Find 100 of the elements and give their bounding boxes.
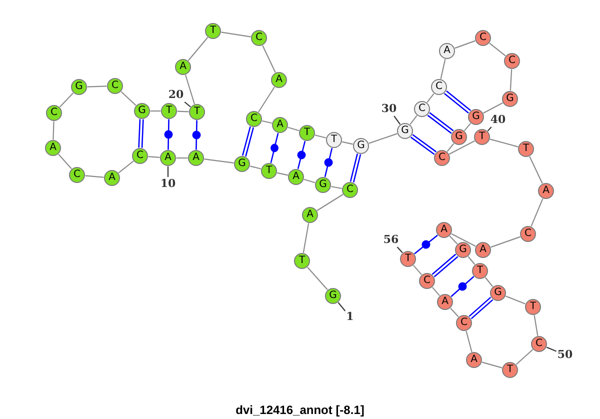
nucleotide-circle: A xyxy=(437,294,453,310)
backbone-line xyxy=(410,115,418,125)
nucleotide-circle: C xyxy=(46,105,62,121)
backbone-line xyxy=(446,143,454,152)
nucleotide-circle: T xyxy=(502,362,518,378)
backbone-line xyxy=(314,134,326,138)
backbone-line xyxy=(529,156,543,184)
backbone-line xyxy=(184,74,196,104)
nucleotide-circle: G xyxy=(397,123,413,139)
nucleotide-circle: C xyxy=(456,315,472,331)
nucleotide-circle: G xyxy=(490,285,506,301)
diagram-caption: dvi_12416_annot [-8.1] xyxy=(236,403,364,417)
backbone-line xyxy=(468,256,476,265)
position-number: 40 xyxy=(490,114,506,126)
backbone-line xyxy=(530,198,544,227)
nucleotide-circle: G xyxy=(71,79,87,95)
nucleotide-circle: A xyxy=(188,150,204,166)
nucleotide-circle: G xyxy=(468,109,484,125)
leader-line xyxy=(396,246,403,254)
backbone-line xyxy=(489,42,506,56)
backbone-line xyxy=(304,178,316,184)
nucleotide-circle: G xyxy=(353,138,369,154)
nucleotide-circle: G xyxy=(451,129,467,145)
nucleotide-circle: C xyxy=(246,111,262,127)
leader-line xyxy=(167,166,169,177)
backbone-line xyxy=(87,86,107,88)
base-pair-line xyxy=(432,254,458,278)
nucleotide-circle: T xyxy=(326,132,342,148)
nucleotide-circle: A xyxy=(271,72,287,88)
backbone-line xyxy=(506,296,526,304)
nucleotide-circle: A xyxy=(160,150,176,166)
base-pair-line xyxy=(192,120,201,150)
nucleotide-circle: T xyxy=(518,141,534,157)
backbone-line xyxy=(342,141,354,145)
backbone-line xyxy=(85,175,104,178)
nucleotide-circle: C xyxy=(107,78,123,94)
backbone-line xyxy=(449,140,475,155)
backbone-line xyxy=(466,330,472,352)
base-pair-line xyxy=(164,118,173,150)
backbone-line xyxy=(177,110,189,112)
backbone-line xyxy=(258,86,275,112)
base-pair-line xyxy=(242,126,254,158)
nucleotide-circle: T xyxy=(299,125,315,141)
nucleotide-circle: A xyxy=(538,183,554,199)
nucleotide-circle: C xyxy=(69,167,85,183)
nucleotide-circle: G xyxy=(315,177,331,193)
nucleotide-circle: T xyxy=(205,23,221,39)
backbone-line xyxy=(451,233,476,247)
nucleotide-circle: G xyxy=(455,242,471,258)
backbone-line xyxy=(221,32,251,38)
leader-line xyxy=(487,126,492,132)
backbone-line xyxy=(250,166,262,170)
nucleotide-circle: C xyxy=(431,79,447,95)
nucleotide-circle: T xyxy=(261,163,277,179)
nucleotide-circle: A xyxy=(45,140,61,156)
position-number: 56 xyxy=(383,234,399,246)
backbone-line xyxy=(262,45,276,73)
base-pair-line xyxy=(414,234,438,254)
nucleotide-circle: C xyxy=(520,226,536,242)
backbone-line xyxy=(148,156,160,158)
backbone-line xyxy=(368,133,398,144)
position-number: 50 xyxy=(557,349,573,361)
nucleotide-circle: G xyxy=(134,103,150,119)
backbone-line xyxy=(454,40,476,49)
base-pair-line xyxy=(270,132,279,164)
backbone-line xyxy=(288,126,300,132)
nucleotide-circle: C xyxy=(132,148,148,164)
leader-line xyxy=(184,102,191,108)
nucleotide-circle: C xyxy=(419,273,435,289)
leader-line xyxy=(546,346,557,352)
nucleotide-circle: A xyxy=(272,117,288,133)
backbone-line xyxy=(204,158,234,164)
leader-line xyxy=(394,116,401,125)
position-number: 20 xyxy=(168,89,184,101)
backbone-line xyxy=(483,102,503,114)
backbone-line xyxy=(484,277,494,287)
base-pair-line xyxy=(324,147,333,178)
nucleotide-circle: A xyxy=(475,242,491,258)
backbone-line xyxy=(440,58,446,80)
backbone-line xyxy=(510,69,512,91)
nucleotide-circle: A xyxy=(439,43,455,59)
backbone-line xyxy=(426,93,434,103)
nucleotide-circle: C xyxy=(475,30,491,46)
base-pair-line xyxy=(427,112,454,134)
backbone-line xyxy=(59,92,74,108)
backbone-line xyxy=(307,266,328,290)
backbone-line xyxy=(490,236,520,248)
nucleotide-circle: A xyxy=(466,352,482,368)
backbone-line xyxy=(432,286,440,296)
position-number: 30 xyxy=(381,103,397,115)
base-pair-line xyxy=(450,276,474,298)
backbone-line xyxy=(176,157,188,159)
nucleotide-circle: G xyxy=(502,91,518,107)
backbone-line xyxy=(534,315,538,336)
leader-line xyxy=(338,302,346,312)
nucleotide-circle: A xyxy=(175,59,191,75)
base-pair-line xyxy=(297,140,306,170)
nucleotide-circle: T xyxy=(525,299,541,315)
nucleotide-circle: T xyxy=(474,129,490,145)
backbone-line xyxy=(482,362,502,368)
